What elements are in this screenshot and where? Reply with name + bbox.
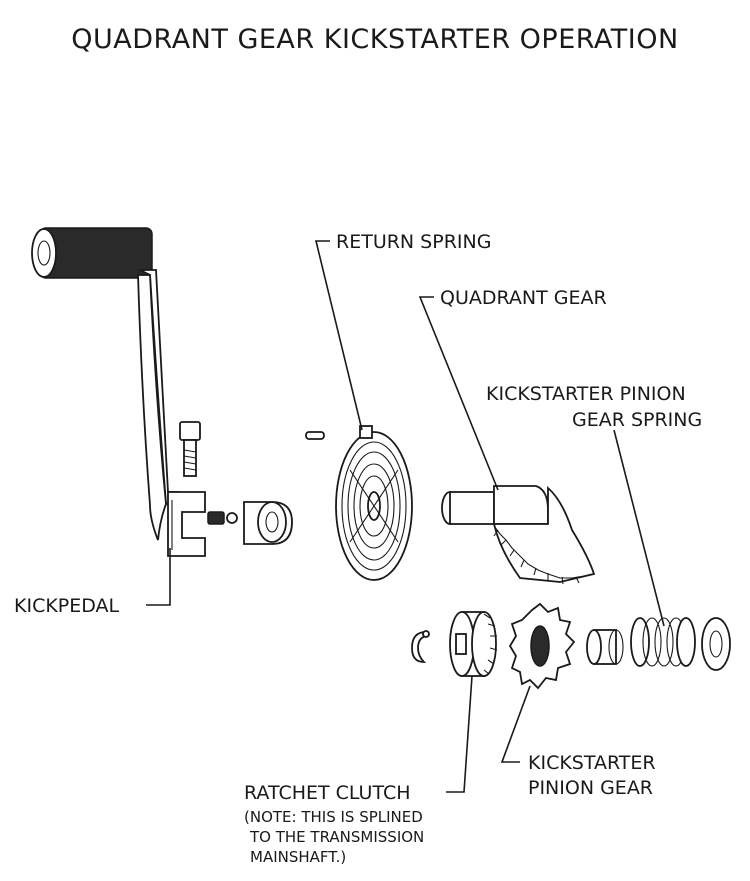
quadrant-shaft xyxy=(449,491,495,525)
ratchet-note-2: TO THE TRANSMISSION xyxy=(249,828,424,846)
bushing-part xyxy=(586,629,624,665)
kickpedal-part xyxy=(31,227,206,557)
leader-kickpedal xyxy=(146,548,171,606)
washer-part xyxy=(701,617,731,671)
label-pinion-spring-1: KICKSTARTER PINION xyxy=(486,383,686,405)
return-spring-part xyxy=(335,425,413,581)
pinion-spring-coil-end xyxy=(676,617,696,667)
return-spring-tang xyxy=(359,425,373,439)
quadrant-gear-part xyxy=(441,485,596,585)
pinion-gear-bore xyxy=(530,625,550,667)
quadrant-sector xyxy=(492,486,596,583)
label-pinion-spring-2: GEAR SPRING xyxy=(572,409,702,431)
ratchet-spline xyxy=(455,633,467,655)
small-pin xyxy=(305,431,325,440)
kickpedal-clamp xyxy=(167,491,206,557)
label-kickpedal: KICKPEDAL xyxy=(14,595,120,617)
leader-pinion-spring xyxy=(613,429,665,627)
ratchet-clutch-face xyxy=(471,611,497,677)
kickpedal-grip-end-inner xyxy=(37,240,51,266)
clamp-bolt xyxy=(179,421,201,477)
pinion-gear-spring-part xyxy=(630,617,696,667)
leader-return-spring xyxy=(314,240,363,431)
leader-quadrant-gear xyxy=(418,296,499,491)
kickpedal-hub xyxy=(243,501,293,545)
diagram-title: QUADRANT GEAR KICKSTARTER OPERATION xyxy=(71,24,679,55)
circlip-part xyxy=(411,630,430,663)
detent-ball xyxy=(226,512,238,524)
label-return-spring: RETURN SPRING xyxy=(336,231,491,253)
label-ratchet-clutch: RATCHET CLUTCH xyxy=(244,782,411,804)
pinion-gear-part xyxy=(508,602,576,690)
circlip xyxy=(411,631,427,663)
leader-pinion-gear xyxy=(500,685,531,763)
ratchet-clutch-part xyxy=(449,611,498,677)
set-screw xyxy=(207,511,225,525)
ratchet-note-3: MAINSHAFT.) xyxy=(250,848,346,866)
label-pinion-gear-1: KICKSTARTER xyxy=(528,752,656,774)
clamp-bolt-head xyxy=(179,421,201,441)
ratchet-note-1: (NOTE: THIS IS SPLINED xyxy=(244,808,423,826)
quadrant-hub xyxy=(493,485,549,525)
kickpedal-grip-end xyxy=(31,228,57,278)
washer-outer xyxy=(701,617,731,671)
label-quadrant-gear: QUADRANT GEAR xyxy=(440,287,607,309)
kickpedal-arm-side xyxy=(137,274,167,541)
label-pinion-gear-2: PINION GEAR xyxy=(528,777,653,799)
leader-ratchet-clutch xyxy=(446,675,473,793)
